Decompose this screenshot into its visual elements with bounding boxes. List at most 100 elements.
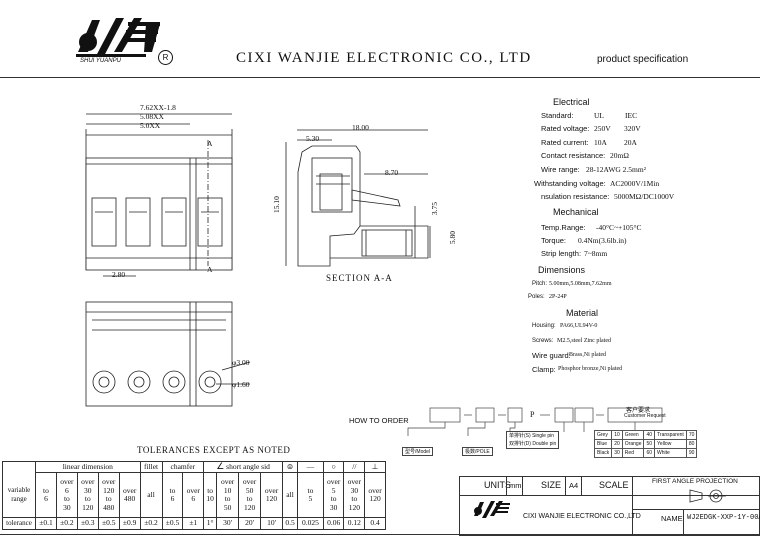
pin-type-box: 单排针(S) Single pin 双排针(D) Double pin — [506, 431, 560, 449]
current-iec: 20A — [624, 138, 637, 147]
dim-pitch-a: 7.62XX-1.8 — [140, 103, 176, 112]
material-title: Material — [566, 308, 599, 318]
tb-divider-2 — [632, 476, 633, 534]
titleblock-company: CIXI WANJIE ELECTRONIC CO.,LTD — [523, 513, 641, 520]
straightness-symbol: — — [297, 461, 324, 473]
range-cell: all — [139, 472, 163, 518]
name-value: WJ2EDGK-XXP-1Y-00A — [687, 514, 760, 522]
wireguard-label: Wire guard: — [532, 351, 571, 360]
color-code: 20 — [611, 439, 623, 449]
section-view — [285, 129, 431, 267]
tolerance-value: 0.06 — [322, 517, 345, 530]
dim-2-80: 2.80 — [112, 270, 126, 279]
angle-header: ∠ short angle sid — [203, 461, 284, 473]
color-name: Yellow — [654, 439, 687, 449]
contact-label: Contact resistance: — [541, 151, 606, 160]
range-cell: over 6 to 30 — [55, 472, 78, 518]
model-en: Model — [416, 449, 431, 455]
housing-label: Housing: — [532, 323, 556, 329]
mechanical-title: Mechanical — [553, 207, 599, 217]
clamp-label: Clamp: — [532, 365, 556, 374]
tb-units-sep — [506, 476, 507, 495]
color-name: Orange — [621, 439, 645, 449]
range-cell: over 50 to 120 — [238, 472, 262, 518]
tolerance-value: ±0.1 — [35, 517, 57, 530]
color-code: 60 — [643, 448, 656, 458]
insulation-label: nsulation resistance: — [541, 192, 610, 201]
poles-cn: 极数 — [465, 449, 476, 455]
contact-value: 20mΩ — [610, 151, 629, 160]
withstand-label: Withstanding voltage: — [534, 179, 606, 188]
dim-pitch-b: 5.08XX — [140, 112, 164, 121]
company-title: CIXI WANJIE ELECTRONIC CO., LTD — [236, 50, 532, 66]
temp-label: Temp.Range: — [541, 223, 586, 232]
model-cn: 型号 — [405, 449, 416, 455]
tolerance-value: 1° — [203, 517, 218, 530]
range-cell: to 6 — [161, 472, 184, 518]
registered-mark: R — [158, 50, 173, 65]
tb-sep-2 — [522, 476, 523, 495]
current-label: Rated current: — [541, 138, 589, 147]
color-code: 40 — [643, 430, 656, 440]
size-label: SIZE — [541, 480, 562, 490]
bottom-view — [85, 301, 251, 407]
tolerance-value: ±0.3 — [76, 517, 99, 530]
tolerance-table: linear dimension fillet chamfer ∠ short … — [2, 461, 386, 530]
tolerance-title: TOLERANCES EXCEPT AS NOTED — [137, 445, 291, 455]
pin-a-en: Single pin — [532, 433, 555, 439]
tolerance-label: tolerance — [2, 517, 36, 530]
tb-sep-3 — [565, 476, 566, 495]
order-code-diagram — [407, 407, 663, 436]
header-divider — [0, 77, 760, 78]
tb-sep-4 — [581, 476, 582, 495]
projection-label: FIRST ANGLE PROJECTION — [652, 478, 738, 485]
color-code: 10 — [611, 430, 623, 440]
mark-a-top: A — [207, 139, 213, 148]
tolerance-value: 0.12 — [343, 517, 366, 530]
linear-header: linear dimension — [35, 461, 141, 473]
color-name: White — [654, 448, 687, 458]
range-cell: to 6 — [35, 472, 57, 518]
tolerance-value: ±0.9 — [118, 517, 141, 530]
scale-label: SCALE — [599, 480, 629, 490]
range-label-1: variable — [7, 485, 31, 494]
tb-divider-3 — [632, 509, 759, 510]
tolerance-value: ±1 — [182, 517, 205, 530]
pin-b: 双排针(D) — [509, 441, 531, 447]
standard-iec: IEC — [625, 111, 638, 120]
range-cell: over 30 to 120 — [343, 472, 366, 518]
dim-pitch-c: 5.0XX — [140, 121, 161, 130]
range-cell: over 120 to 480 — [97, 472, 120, 518]
units-value: mm — [509, 481, 522, 490]
screws-value: M2.5,steel Zinc plated — [557, 338, 611, 344]
screws-label: Screws: — [532, 338, 554, 344]
range-cell: over 480 — [118, 472, 141, 518]
color-code: 80 — [685, 439, 698, 449]
color-name: Grey — [593, 430, 613, 440]
mark-a-bottom: A — [207, 265, 213, 274]
voltage-label: Rated voltage: — [541, 124, 590, 133]
color-name: Red — [621, 448, 645, 458]
logo-subtext: SHUI YUANPU — [80, 58, 121, 64]
units-label: UNITS — [484, 480, 511, 490]
standard-ul: UL — [594, 111, 604, 120]
pin-a: 单排针(S) — [509, 433, 531, 439]
tolerance-value: 20' — [238, 517, 262, 530]
torque-value: 0.4Nm(3.6lb.in) — [578, 236, 627, 245]
order-title: HOW TO ORDER — [349, 416, 409, 425]
corner-cell — [2, 461, 36, 473]
wire-value: 28-12AWG 2.5mm² — [586, 165, 646, 174]
color-code: 50 — [643, 439, 656, 449]
size-value: A4 — [569, 481, 579, 490]
tb-sep-5 — [683, 509, 684, 534]
dimensions-title: Dimensions — [538, 265, 586, 275]
housing-value: PA66,UL94V-0 — [560, 323, 598, 329]
poles-en: POLE — [476, 449, 490, 455]
projection-symbol-icon — [689, 489, 726, 503]
name-label: NAME — [661, 514, 683, 523]
